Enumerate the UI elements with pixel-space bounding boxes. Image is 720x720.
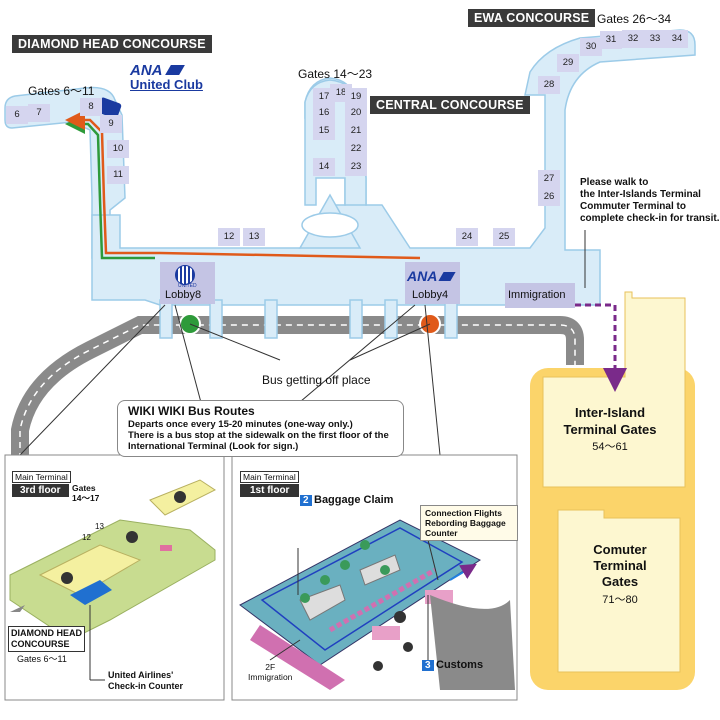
gate-16: 16 [313, 104, 335, 122]
inter-island-area [530, 291, 695, 690]
ewa-header: EWA CONCOURSE [468, 9, 596, 27]
lobby8-logo-text: UNITED [178, 283, 197, 289]
lobby8-label: Lobby8 [165, 289, 202, 301]
gate-21: 21 [345, 122, 367, 140]
inset-left-checkin: United Airlines' Check-in Counter [108, 670, 184, 691]
gate-28: 28 [538, 76, 560, 94]
ewa-gates-label: Gates 26～34 [597, 12, 672, 26]
gate-29: 29 [557, 54, 579, 72]
diamond-head-header: DIAMOND HEAD CONCOURSE [12, 35, 212, 53]
immigration-label: Immigration [508, 289, 566, 301]
gate-24: 24 [456, 228, 478, 246]
gate-19: 19 [345, 88, 367, 106]
lobby4-label: Lobby4 [412, 289, 449, 301]
ana-brand-text: ANA [130, 62, 162, 79]
gate-34: 34 [666, 30, 688, 48]
inter-island-title: Inter-Island Terminal Gates [563, 405, 657, 437]
gate-23: 23 [345, 158, 367, 176]
inset-left-concourse-gates: Gates 6～11 [17, 654, 67, 664]
immigration-box [505, 283, 575, 308]
gate-13: 13 [243, 228, 265, 246]
gate-6: 6 [6, 106, 28, 124]
gate-32: 32 [622, 30, 644, 48]
gate-15: 15 [313, 122, 335, 140]
gate-10: 10 [107, 140, 129, 158]
connection-box: Connection Flights Rebording Baggage Cou… [420, 505, 518, 541]
inset-left-floor: 3rd floor [12, 484, 69, 497]
ana-logo: ANA [130, 62, 186, 79]
commuter-title: Comuter Terminal Gates [593, 542, 647, 589]
inset-left-gate12: 12 [82, 533, 91, 542]
gate-8: 8 [80, 98, 102, 116]
central-gates-label: Gates 14～23 [298, 67, 373, 81]
baggage-claim-label: Baggage Claim [314, 494, 394, 506]
wiki-wiki-line1: Departs once every 15-20 minutes (one-wa… [128, 419, 353, 430]
bus-stop-label: Bus getting off place [262, 373, 371, 387]
customs-number-badge: 3 [422, 660, 434, 671]
gate-22: 22 [345, 140, 367, 158]
lobby4-ana-text: ANA [407, 268, 437, 284]
gate-11: 11 [107, 166, 129, 184]
gate-31: 31 [600, 31, 622, 49]
gate-30: 30 [580, 38, 602, 56]
inset-left-concourse: DIAMOND HEAD CONCOURSE [8, 626, 85, 652]
inset-left-drawing [9, 479, 216, 681]
wiki-wiki-line2: There is a bus stop at the sidewalk on t… [128, 430, 389, 441]
inset-right-main-terminal: Main Terminal [240, 471, 299, 483]
wiki-wiki-box [117, 400, 404, 457]
lobby4-box [405, 262, 460, 304]
inset-right-floor: 1st floor [240, 484, 300, 497]
gate-26: 26 [538, 188, 560, 206]
ana-stripe-icon [165, 65, 186, 75]
route-lines [65, 110, 421, 260]
baggage-number-badge: 2 [300, 495, 312, 506]
customs-label: Customs [436, 659, 484, 671]
lobby4-ana: ANA [407, 268, 456, 284]
gate-7: 7 [28, 104, 50, 122]
inset-right-immigration: 2F Immigration [248, 662, 293, 682]
transit-note: Please walk to the Inter-Islands Termina… [580, 177, 720, 224]
wiki-wiki-title: WIKI WIKI Bus Routes [128, 404, 255, 418]
gate-9: 9 [100, 115, 122, 133]
gate-17: 17 [313, 88, 335, 106]
gate-33: 33 [644, 30, 666, 48]
united-club-label[interactable]: United Club [130, 77, 203, 92]
inter-island-gates: 54～61 [592, 441, 628, 453]
diamond-head-gates-label: Gates 6～11 [28, 84, 95, 98]
inset-right-drawing [239, 519, 515, 690]
gate-12: 12 [218, 228, 240, 246]
commuter-gates: 71～80 [602, 594, 638, 606]
united-globe-icon [175, 265, 195, 285]
central-header: CENTRAL CONCOURSE [370, 96, 530, 114]
gate-20: 20 [345, 104, 367, 122]
inset-left-gates: Gates 14～17 [72, 483, 100, 503]
inset-left-gate13: 13 [95, 522, 104, 531]
road [10, 316, 584, 470]
gate-25: 25 [493, 228, 515, 246]
gate-27: 27 [538, 170, 560, 188]
gate-14: 14 [313, 158, 335, 176]
inset-left-main-terminal: Main Terminal [12, 471, 71, 483]
wiki-wiki-line3: International Terminal (Look for sign.) [128, 441, 299, 452]
